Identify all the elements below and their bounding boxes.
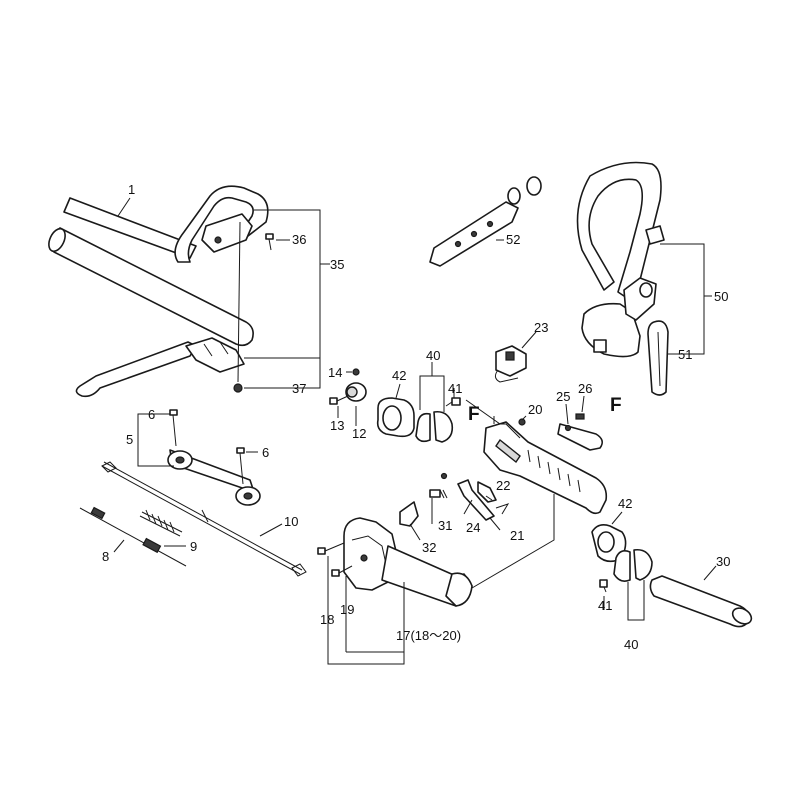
callout-12: 12 [352,426,366,441]
part-24-trigger [457,479,495,521]
part-37-nut [233,383,243,393]
callout-19: 19 [340,602,354,617]
callout-9: 9 [190,539,197,554]
clamp-hole [214,236,222,244]
callout-f-right: F [610,395,622,416]
part-20-nut [518,418,526,426]
callout-35: 35 [330,257,344,272]
part-41-screw-lower [599,579,608,593]
callout-40-lower: 40 [624,637,638,652]
handle-housing-body [483,421,608,515]
part-50-harness [576,161,665,358]
callout-18: 18 [320,612,334,627]
callout-36: 36 [292,232,306,247]
switch-parts [329,368,367,405]
throttle-cable [79,506,187,567]
housing-slot [495,438,521,464]
callout-37: 37 [292,381,306,396]
callout-17: 17(18～20) [396,628,461,643]
part-40-half-right [433,410,454,443]
callout-40-upper: 40 [426,348,440,363]
callout-6-side: 6 [262,445,269,460]
callout-8: 8 [102,549,109,564]
callout-41-upper: 41 [448,381,462,396]
part-8-cable [79,507,187,567]
part-10-drive-shaft [101,461,307,577]
part-52-bracket [429,176,542,267]
part-18-bolt [317,542,345,555]
part-6-bolt-top [169,409,178,447]
callout-5: 5 [126,432,133,447]
handle-assembly [48,185,274,398]
callout-1: 1 [128,182,135,197]
trigger-pin-parts [518,413,604,451]
callout-52: 52 [506,232,520,247]
shaft-clamp-assembly [167,409,261,506]
handle-bolt-line [237,221,241,383]
part-40-half-left [415,412,431,443]
harness-strap-outer [576,161,662,301]
grip-collar-lower [591,524,653,593]
callout-10: 10 [284,514,298,529]
trigger-small-washer [440,472,448,480]
callout-31: 31 [438,518,452,533]
lower-bracket-detail [203,341,229,357]
loop-handle-clamp [201,213,253,253]
tube-end-flange [445,572,473,607]
callout-13: 13 [330,418,344,433]
part-6-bolt-side [236,447,245,485]
part-25-lever [557,423,604,451]
cable-adjuster [142,537,162,554]
part-17-tube-assembly [317,517,473,607]
harness-pad-clip [593,339,607,353]
lower-handle-bracket [185,337,245,373]
part-22-lever [477,481,497,503]
part-40-half-lower-right [633,548,653,581]
callout-41-lower: 41 [598,598,612,613]
callout-f-upper: F [468,404,480,425]
callout-25: 25 [556,389,570,404]
trigger-parts [399,472,510,527]
callout-51: 51 [678,347,692,362]
callout-24: 24 [466,520,480,535]
leader-lines [113,197,717,665]
callout-22: 22 [496,478,510,493]
handle-bar-tube-end [48,227,66,253]
callout-23: 23 [534,320,548,335]
part-32-clip [399,501,419,527]
callout-50: 50 [714,289,728,304]
lower-handle-arm [75,341,197,398]
callout-labels: 1 36 35 37 14 13 12 42 40 41 23 F 20 25 … [102,182,730,652]
callout-42-upper: 42 [392,368,406,383]
part-41-screw-upper [445,397,461,407]
callout-32: 32 [422,540,436,555]
callout-30: 30 [716,554,730,569]
housing-ribs [527,449,581,493]
callout-20: 20 [528,402,542,417]
part-30-grip-tube [649,575,753,628]
part-51-hook [647,320,669,396]
part-1-grip-sleeve [63,197,197,259]
grip-collar-upper [376,397,461,443]
callout-21: 21 [510,528,524,543]
callout-26: 26 [578,381,592,396]
callout-6-top: 6 [148,407,155,422]
cable-end-fitting [90,506,106,520]
part-13-screw [329,395,349,405]
part-21-spring [495,503,510,515]
part-9-spring [139,509,183,537]
callout-42-lower: 42 [618,496,632,511]
part-26-pin [575,413,585,420]
part-31-spring [429,489,448,499]
part-19-bolt [331,565,353,577]
rear-handle-housing [483,421,608,515]
harness-buckle [645,225,665,245]
callout-14: 14 [328,365,342,380]
part-14-washer [352,368,360,376]
part-40-half-lower-left [613,550,631,582]
part-23-plug [494,345,527,383]
part-36-screw [265,233,274,251]
